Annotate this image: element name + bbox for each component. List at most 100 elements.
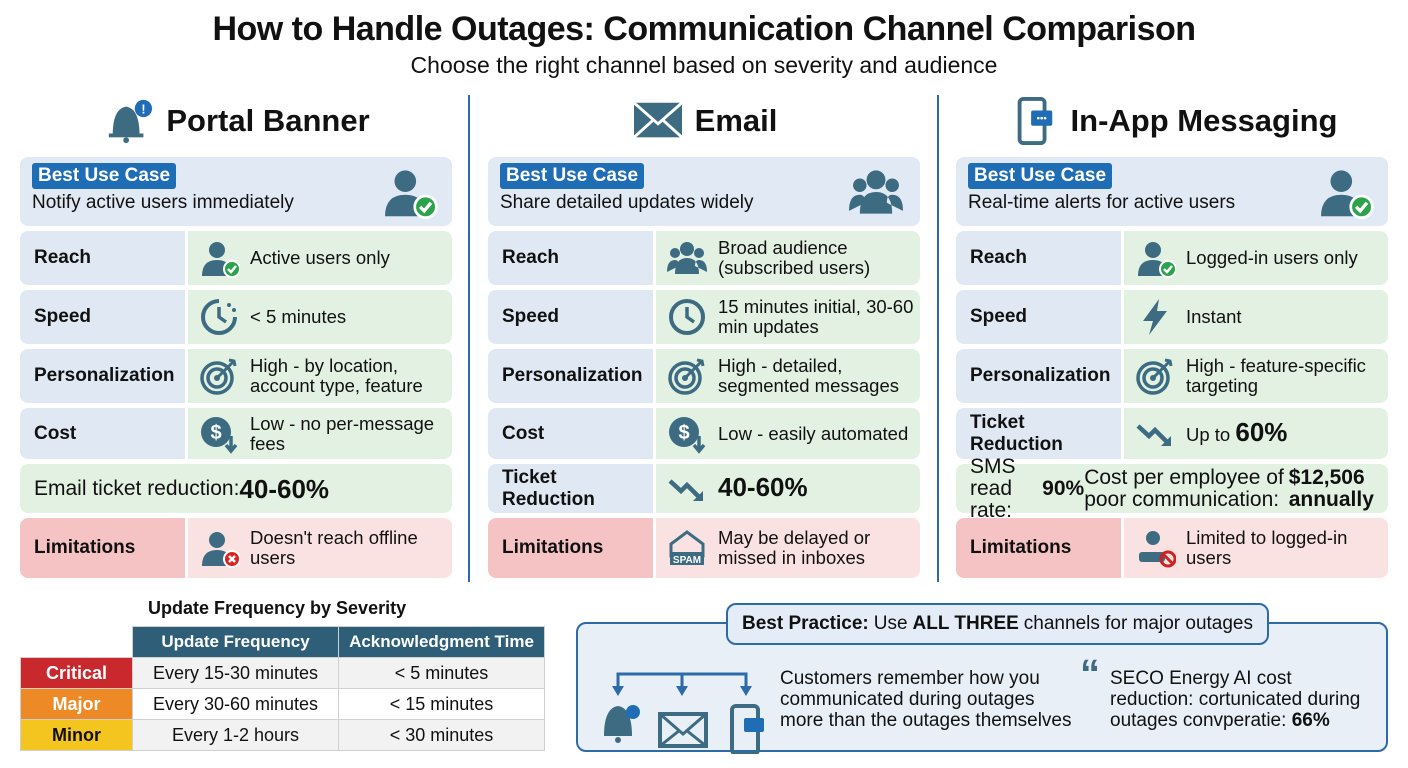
best-use-tag: Best Use Case [968, 163, 1113, 189]
row-ticket-reduction: Ticket Reduction Up to 60% [956, 408, 1388, 459]
row-label: Ticket Reduction [956, 408, 1121, 459]
ack-cell: < 15 minutes [338, 688, 545, 720]
target-icon [1136, 358, 1173, 395]
value-content: High - feature-specific targeting [1186, 356, 1388, 396]
best-practice-text: Use [873, 613, 908, 634]
row-value: < 5 minutes [188, 290, 452, 344]
page-subtitle: Choose the right channel based on severi… [410, 52, 998, 78]
ack-cell: < 30 minutes [338, 719, 545, 751]
summary-stat: Email ticket reduction: 40-60% [20, 464, 452, 513]
column-header: •••In-App Messaging [956, 92, 1388, 150]
ack-cell: < 5 minutes [338, 657, 545, 689]
best-practice-text: channels for major outages [1023, 613, 1253, 634]
value-content: Limited to logged-in users [1186, 528, 1388, 568]
row-value: High - detailed, segmented messages [656, 349, 920, 403]
svg-text:SPAM: SPAM [673, 555, 701, 566]
value-text: Broad audience (subscribed users) [718, 237, 871, 278]
value-emphasis: 40-60% [718, 472, 808, 502]
value-content: High - detailed, segmented messages [718, 356, 920, 396]
bell-alert-icon: ! [109, 99, 153, 144]
row-label: Limitations [488, 518, 653, 578]
frequency-cell: Every 15-30 minutes [132, 657, 339, 689]
value-text: Email ticket reduction: [34, 476, 240, 500]
severity-table: Update Frequency Acknowledgment Time Cri… [20, 626, 545, 751]
value-content: Low - easily automated [718, 422, 909, 444]
row-value: Limited to logged-in users [1124, 518, 1388, 578]
value-content: Logged-in users only [1186, 248, 1358, 268]
value-content: Active users only [250, 248, 390, 268]
row-value: 40-60% [656, 464, 920, 513]
column-header: Email [488, 92, 920, 150]
spam-icon: SPAM [669, 530, 705, 566]
summary-stat: SMS read rate: 90% Cost per employee of … [956, 455, 1388, 521]
value-content: Up to 60% [1186, 419, 1287, 445]
row-value: Instant [1124, 290, 1388, 344]
table-row: Minor Every 1-2 hours < 30 minutes [20, 719, 545, 751]
bolt-icon [1143, 299, 1167, 335]
row-value: High - feature-specific targeting [1124, 349, 1388, 403]
clock-fast-icon [201, 299, 237, 335]
column-title: Email [694, 103, 778, 138]
frequency-cell: Every 30-60 minutes [132, 688, 339, 720]
three-channels-icon [604, 672, 764, 754]
row-label: Speed [20, 290, 185, 344]
page-title: How to Handle Outages: Communication Cha… [212, 10, 1196, 48]
row-value: $Low - no per-message fees [188, 408, 452, 459]
value-text: Low - easily automated [718, 422, 909, 444]
row-value: $ Low - easily automated [656, 408, 920, 459]
row-cost: Cost $ Low - easily automated [488, 408, 920, 459]
value-text: Up to [1186, 424, 1236, 445]
value-content: Broad audience (subscribed users) [718, 238, 920, 278]
best-practice-label: Best Practice: [742, 613, 869, 634]
value-content: < 5 minutes [250, 307, 346, 327]
value-text: < 5 minutes [250, 306, 347, 327]
row-value: 15 minutes initial, 30-60 min updates [656, 290, 920, 344]
svg-text:$: $ [210, 422, 221, 444]
user-check-icon [1138, 242, 1176, 278]
target-icon [200, 358, 237, 395]
severity-table-title: Update Frequency by Severity [148, 598, 407, 618]
trend-down-icon [668, 478, 703, 501]
value-text: Logged-in users only [1186, 247, 1358, 268]
best-use-tag: Best Use Case [500, 163, 645, 189]
value-text: Active users only [250, 247, 390, 268]
row-value: Logged-in users only [1124, 231, 1388, 285]
value-text: SMS read rate: [970, 454, 1016, 522]
row-value: SPAM May be delayed or missed in inboxes [656, 518, 920, 578]
dollar-down-icon: $ [669, 416, 706, 454]
row-reach: Reach Active users only [20, 231, 452, 285]
table-row: Major Every 30-60 minutes < 15 minutes [20, 688, 545, 720]
row-label: Cost [488, 408, 653, 459]
best-practice-emphasis: ALL THREE [912, 613, 1019, 634]
envelope-icon [632, 101, 683, 139]
value-emphasis: 60% [1235, 417, 1288, 447]
row-label: Personalization [488, 349, 653, 403]
best-practice-note: Customers remember how you communicated … [780, 668, 1072, 731]
row-value: Doesn't reach offline users [188, 518, 452, 578]
target-icon [668, 358, 705, 395]
value-text: High - detailed, segmented messages [718, 355, 899, 396]
row-label: Reach [20, 231, 185, 285]
best-use-text: Real-time alerts for active users [968, 192, 1236, 213]
trend-down-icon [1136, 423, 1171, 446]
best-practice-heading: Best Practice: Use ALL THREE channels fo… [726, 603, 1269, 645]
svg-text:$: $ [678, 422, 689, 444]
row-label: Limitations [956, 518, 1121, 578]
column-header: ! Portal Banner [20, 92, 452, 150]
user-block-icon [1139, 531, 1176, 568]
user-check-icon [385, 170, 438, 219]
severity-critical: Critical [20, 657, 133, 689]
value-content: May be delayed or missed in inboxes [718, 528, 920, 568]
value-text: 15 minutes initial, 30-60 min updates [718, 296, 914, 337]
column-title: Portal Banner [166, 103, 370, 138]
row-label: Reach [488, 231, 653, 285]
